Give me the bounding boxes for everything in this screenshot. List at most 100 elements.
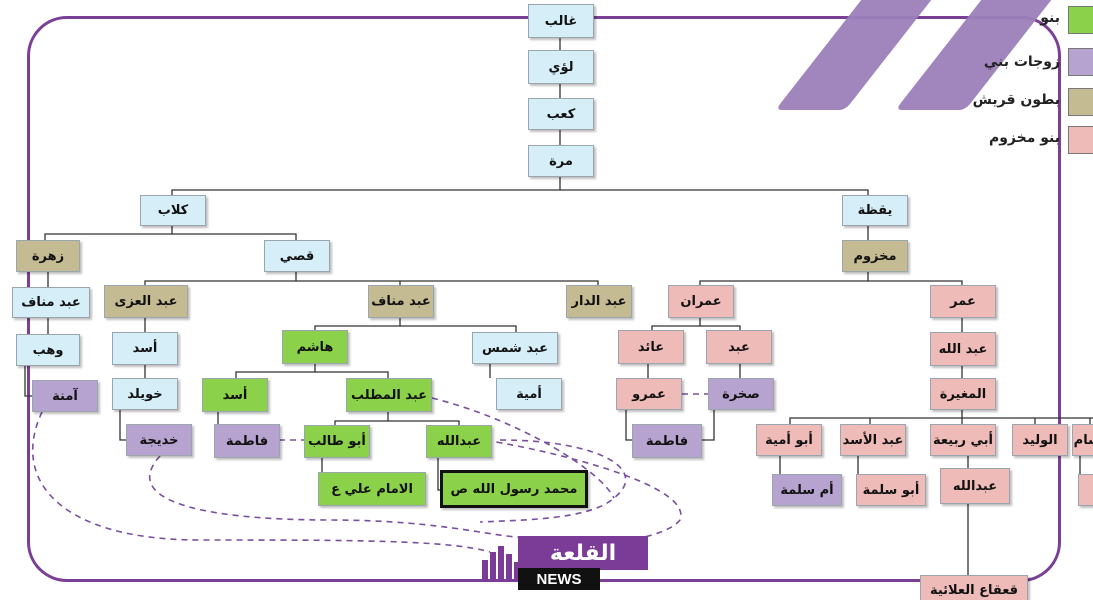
node-label: صخرة <box>722 386 760 402</box>
node-label: عمر <box>950 294 976 309</box>
node-hashim: هاشم <box>282 330 348 364</box>
node-murra: مرة <box>528 145 594 177</box>
legend-label: زوجات بني <box>983 54 1060 70</box>
node-label: عبد المطلب <box>351 387 428 403</box>
node-label: عمران <box>680 294 722 309</box>
node-makhzum: مخزوم <box>842 240 908 272</box>
node-abd-manaf: عبد مناف <box>368 285 434 318</box>
node-label: عبد شمس <box>481 340 549 356</box>
node-label: غالب <box>544 13 578 29</box>
node-label: كعب <box>546 106 576 122</box>
node-abu-salama: أبو سلمة <box>856 474 926 506</box>
node-hisham: هشام <box>1072 424 1093 456</box>
node-label: عبد مناف <box>371 294 431 309</box>
node-abu-rabia: أبي ربيعة <box>930 424 996 456</box>
node-abd-shams: عبد شمس <box>472 332 558 364</box>
node-label: أسد <box>222 387 248 403</box>
node-wahb: وهب <box>16 334 80 366</box>
node-label: عبد <box>728 339 750 355</box>
node-abd-manaf-zuhra: عبد مناف <box>12 287 90 318</box>
legend-swatch-purple <box>1068 48 1093 76</box>
node-label: عبد مناف <box>21 295 81 310</box>
node-label: أمية <box>516 386 542 402</box>
node-label: أبو طالب <box>308 434 366 449</box>
node-muhammad: محمد رسول الله ص <box>440 470 588 508</box>
node-amina: آمنة <box>32 380 98 412</box>
node-label: عبدالله <box>436 434 482 449</box>
node-label: أم سلمة <box>780 482 834 498</box>
node-asad-hashim: أسد <box>202 378 268 412</box>
node-aidh: عائد <box>618 330 684 364</box>
node-label: كلاب <box>157 203 189 218</box>
node-abdullah-umar: عبد الله <box>930 332 996 366</box>
node-label: أبو أمية <box>765 432 813 448</box>
node-qusay: قصي <box>264 240 330 272</box>
node-fatima-asad: فاطمة <box>214 424 280 458</box>
castle-icon <box>482 546 520 582</box>
node-label: محمد رسول الله ص <box>450 481 578 497</box>
node-amr: عمرو <box>616 378 682 410</box>
node-kilab: كلاب <box>140 195 206 226</box>
node-abd-asad: عبد الأسد <box>840 424 906 456</box>
node-imam-ali: الامام علي ع <box>318 472 426 506</box>
node-sakhra: صخرة <box>708 378 774 410</box>
node-ghalib: غالب <box>528 4 594 38</box>
node-label: عمرو <box>632 386 666 402</box>
node-fatima-amr: فاطمة <box>632 424 702 458</box>
node-umar: عمر <box>930 285 996 318</box>
node-abd-imran: عبد <box>706 330 772 364</box>
node-khuwaylid: خويلد <box>112 378 178 410</box>
node-label: قصي <box>279 248 315 264</box>
node-label: عبد الأسد <box>842 432 904 448</box>
node-label: أبي ربيعة <box>933 432 993 448</box>
legend-label: بنو <box>1040 10 1060 26</box>
node-imran: عمران <box>668 285 734 318</box>
node-abd-muttalib: عبد المطلب <box>346 378 432 412</box>
node-label: أبو سلمة <box>862 482 920 498</box>
node-label: هشام <box>1073 432 1093 448</box>
logo-arabic-text: القلعة <box>518 536 648 570</box>
node-label: يقظة <box>857 203 893 218</box>
node-abu-talib: أبو طالب <box>304 425 370 458</box>
node-label: زهرة <box>31 248 65 264</box>
node-zuhra: زهرة <box>16 240 80 272</box>
node-label: خديجة <box>139 432 179 448</box>
node-label: مخزوم <box>853 248 897 264</box>
node-umayya: أمية <box>496 378 562 410</box>
node-label: أسد <box>132 341 158 356</box>
node-label: فاطمة <box>225 433 269 449</box>
legend-label: بنو مخزوم <box>988 130 1060 146</box>
node-asad-uzza: أسد <box>112 332 178 365</box>
node-kaab: كعب <box>528 98 594 130</box>
node-abu-umayya: أبو أمية <box>756 424 822 456</box>
node-label: وهب <box>32 342 64 358</box>
node-label: الوليد <box>1022 432 1058 448</box>
node-abdullah-rabia: عبدالله <box>940 468 1010 504</box>
node-abd-dar: عبد الدار <box>566 285 632 318</box>
watermark-logo: القلعة NEWS <box>478 536 648 592</box>
node-luay: لؤي <box>528 50 594 84</box>
node-label: قعقاع العلائية <box>929 582 1019 598</box>
node-abu-jahl <box>1078 474 1093 506</box>
legend-swatch-tan <box>1068 88 1093 116</box>
node-label: مرة <box>549 153 573 169</box>
node-abd-uzza: عبد العزى <box>104 285 188 318</box>
legend-swatch-pink <box>1068 126 1093 154</box>
node-label: هاشم <box>296 339 334 355</box>
legend-label: بطون قريش <box>972 92 1060 108</box>
node-label: عبد الدار <box>571 294 627 309</box>
node-label: خويلد <box>127 386 163 402</box>
node-umm-salama: أم سلمة <box>772 474 842 506</box>
node-label: عائد <box>637 339 665 355</box>
node-mughira: المغيرة <box>930 378 996 410</box>
node-label: آمنة <box>52 388 78 404</box>
node-walid: الوليد <box>1012 424 1068 456</box>
node-label: المغيرة <box>939 386 987 402</box>
node-label: لؤي <box>548 59 574 75</box>
node-qaqaa: قعقاع العلائية <box>920 575 1028 600</box>
node-label: الامام علي ع <box>331 481 413 497</box>
node-label: عبد العزى <box>114 294 178 309</box>
node-abdullah: عبدالله <box>426 425 492 458</box>
node-label: عبد الله <box>938 341 988 357</box>
